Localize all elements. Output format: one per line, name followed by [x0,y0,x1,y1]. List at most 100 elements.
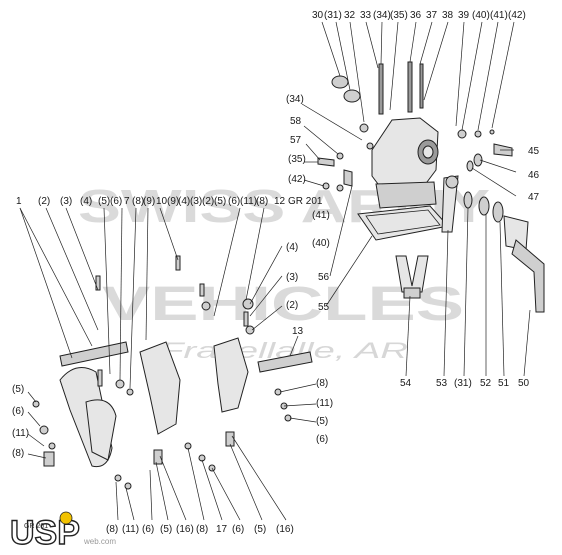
group-label: GR 201 [288,196,323,207]
callout-42-side: (42) [288,174,306,185]
callout-8-bottom: (8) [106,524,118,535]
washer-41-left [336,184,344,192]
callout-5-right: (5) [316,416,328,427]
pin-36 [407,61,413,113]
bushing-31 [343,89,361,103]
hw-left-1 [32,400,40,408]
washer-mid-1 [201,301,211,311]
washer-mid-2 [242,298,254,310]
callout-30: 30 [312,10,324,21]
callout-45: 45 [528,146,540,157]
spring-9 [175,255,181,271]
callout-6-bottom-b: (6) [232,524,244,535]
hw-center-1 [115,379,125,389]
callout-7: 7 [124,196,130,207]
callout-2-right: (2) [286,300,298,311]
callout-55: 55 [318,302,330,313]
callout-1: 1 [16,196,22,207]
callout-2b: (2) [202,196,214,207]
callout-13: 13 [292,326,304,337]
bracket-40-left [343,169,353,187]
hw-bottom-clip-2 [225,431,235,447]
hw-center-pin [97,369,103,387]
bracket-center [139,341,181,435]
callout-35: (35) [390,10,408,21]
callout-35-side: (35) [288,154,306,165]
housing-assembly [317,61,513,241]
callout-36: 36 [410,10,422,21]
usp-logo: USP web.com GR 201 [9,511,116,553]
callouts-bottom-row: (8) (11) (6) (5) (16) (8) 17 (6) (5) (16… [106,524,294,535]
washer-52 [478,196,490,216]
callout-8-bottom-b: (8) [196,524,208,535]
hw-left-2 [39,425,49,435]
housing-port-inner [422,145,434,159]
washer-41 [474,130,482,138]
spring-3 [95,275,101,291]
callout-8b: (8) [256,196,268,207]
callout-6-bottom: (6) [142,524,154,535]
callout-3b: (3) [190,196,202,207]
callout-5-bottom-b: (5) [254,524,266,535]
callout-8-left: (8) [12,448,24,459]
callout-58: 58 [290,116,302,127]
callout-10: 10 [156,196,168,207]
lever-53-boss [445,175,459,189]
callout-47: 47 [528,192,540,203]
washer-31-lever [463,191,473,209]
housing-base [375,181,437,209]
shoe-assembly [32,255,313,490]
callout-57: 57 [290,135,302,146]
callouts-top: 30 (31) 32 33 (34) (35) 36 37 38 39 (40)… [312,10,526,21]
washer-42 [489,129,495,135]
callout-16-bottom: (16) [176,524,194,535]
part-57 [317,157,335,167]
callout-11-bottom: (11) [122,524,139,535]
pin-33 [378,63,384,115]
gear-housing [371,117,439,193]
callout-37: 37 [426,10,438,21]
logo-stamp: GR 201 [24,523,48,530]
hw-center-2 [126,388,134,396]
hw-left-clip [43,451,55,467]
seal-47 [466,160,474,172]
rail-1 [59,341,129,367]
hw-bottom-clip-1 [153,449,163,465]
callout-56: 56 [318,272,330,283]
callout-51: 51 [498,378,510,389]
callout-34-side: (34) [286,94,304,105]
shoe-left-2 [85,399,117,461]
callout-31: (31) [324,10,342,21]
callout-9: (9) [143,196,155,207]
hw-bottom-1 [114,474,122,482]
crank-50 [511,239,545,313]
callout-8-right: (8) [316,378,328,389]
callout-5: (5) [98,196,110,207]
callout-50: 50 [518,378,530,389]
callouts-upper-right: (34) 58 57 (35) (42) (41) (40) 56 55 45 … [286,94,540,313]
hw-bottom-2 [124,482,132,490]
callout-3: (3) [60,196,72,207]
callout-12: 12 [274,196,286,207]
washer-51 [492,201,504,223]
callout-52: 52 [480,378,492,389]
callouts-left-column: (5) (6) (11) (8) [12,384,29,459]
callout-40: (40) [472,10,490,21]
callout-34: (34) [373,10,391,21]
callout-31-bottom: (31) [454,378,472,389]
callout-6-right: (6) [316,434,328,445]
washer-34 [366,142,374,150]
callout-53: 53 [436,378,448,389]
leader-lines [19,21,531,521]
logo-dot [59,511,73,525]
callout-6b: (6) [228,196,240,207]
callout-54: 54 [400,378,412,389]
callouts-mid-row: 1 (2) (3) (4) (5) (6) 7 (8) (9) 10 (9) (… [16,196,323,207]
washer-mid-3 [245,325,255,335]
callout-42: (42) [508,10,526,21]
callout-41: (41) [490,10,508,21]
rail-13 [257,351,313,373]
callout-5b: (5) [214,196,226,207]
